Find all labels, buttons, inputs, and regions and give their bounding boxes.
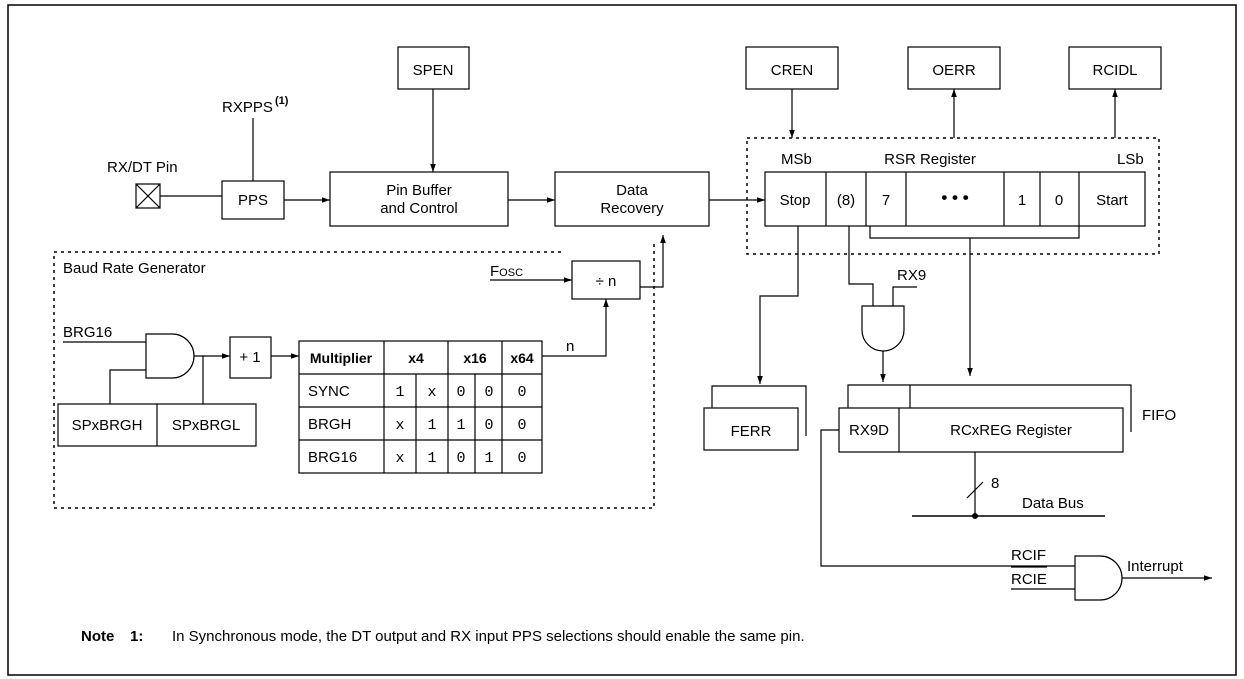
rsr-cell-0: 0 [1055,192,1063,209]
rx-dt-pin-icon [135,183,161,209]
plus-one-box: + 1 [229,336,272,379]
svg-text:Recovery: Recovery [600,200,664,217]
rcidl-box: RCIDL [1068,46,1162,90]
table-cell: 1 [427,450,436,467]
rcxreg-fifo: RX9D RCxREG Register [838,384,1132,453]
data-bus-label: Data Bus [1022,495,1084,512]
data-recovery-box: Data Recovery [554,171,710,227]
table-cell: 0 [456,384,465,401]
rcxreg-label: RCxREG Register [950,422,1072,439]
rsr-title: RSR Register [884,151,976,168]
rsr-cell-stop: Stop [780,192,811,209]
spen-box: SPEN [397,46,470,90]
svg-text:+ 1: + 1 [239,349,260,366]
table-cell: x [395,450,404,467]
rsr-cell-7: 7 [882,192,890,209]
fosc-label: FOSC [490,263,523,280]
svg-text:FERR: FERR [731,423,772,440]
table-cell: 0 [517,384,526,401]
rsr-cell-1: 1 [1018,192,1026,209]
pin-buffer-and-control-box: Pin Buffer and Control [329,171,509,227]
table-cell: 0 [484,384,493,401]
svg-text:and Control: and Control [380,200,458,217]
rsr-lsb-label: LSb [1117,151,1144,168]
table-header-x4: x4 [408,350,424,366]
fifo-label: FIFO [1142,407,1176,424]
interrupt-label: Interrupt [1127,558,1184,575]
cren-box: CREN [745,46,839,90]
note-text: In Synchronous mode, the DT output and R… [172,628,805,645]
interrupt-and-gate [1074,555,1123,601]
note-number: 1: [130,628,143,645]
rx-dt-pin-label: RX/DT Pin [107,159,178,176]
bus-width-label: 8 [991,475,999,492]
table-cell: 0 [456,450,465,467]
table-cell: 0 [517,450,526,467]
table-cell: 1 [395,384,404,401]
svg-text:Pin Buffer: Pin Buffer [386,182,452,199]
svg-text:OERR: OERR [932,62,976,79]
baud-rate-generator-label: Baud Rate Generator [63,260,206,277]
divide-by-n-box: ÷ n [571,260,641,300]
rx9d-cell: RX9D [849,422,889,439]
table-cell: x [427,384,436,401]
baud-rate-generator-frame [53,244,655,509]
table-header-multiplier: Multiplier [310,350,373,366]
rsr-msb-label: MSb [781,151,812,168]
table-cell: x [395,417,404,434]
rcie-label: RCIE [1011,571,1047,588]
rxpps-footnote-mark: (1) [275,95,289,107]
svg-text:SPEN: SPEN [413,62,454,79]
rx9-and-gate [861,305,905,352]
svg-text:PPS: PPS [238,192,268,209]
table-header-x64: x64 [510,350,534,366]
rsr-cell-8: (8) [837,192,855,209]
svg-text:÷ n: ÷ n [596,273,617,290]
oerr-box: OERR [907,46,1001,90]
ferr-box: FERR [703,385,807,451]
table-row-label: BRGH [308,416,351,433]
table-cell: 1 [484,450,493,467]
rsr-register: Stop (8) 7 • • • 1 0 Start [764,171,1146,227]
rsr-cell-ellipsis: • • • [941,188,968,207]
spxbrg-registers: SPxBRGH SPxBRGL [57,403,257,447]
table-cell: 1 [456,417,465,434]
spxbrgh-label: SPxBRGH [72,417,143,434]
spxbrgl-label: SPxBRGL [172,417,240,434]
rx9-label: RX9 [897,267,926,284]
brg16-and-gate [145,333,195,379]
table-header-x16: x16 [463,350,487,366]
n-output-label: n [566,338,574,355]
svg-text:Data: Data [616,182,648,199]
table-cell: 0 [517,417,526,434]
svg-text:RCIDL: RCIDL [1092,62,1137,79]
table-cell: 0 [484,417,493,434]
footnote: Note 1: In Synchronous mode, the DT outp… [81,628,805,645]
table-row-label: SYNC [308,383,350,400]
table-cell: 1 [427,417,436,434]
brg16-signal-label: BRG16 [63,324,112,341]
table-row-label: BRG16 [308,449,357,466]
rsr-cell-start: Start [1096,192,1129,209]
rsr-dotted-frame [746,137,1160,255]
figure-frame [7,4,1237,676]
note-label: Note [81,628,114,645]
rcif-label: RCIF [1011,547,1046,564]
svg-text:CREN: CREN [771,62,814,79]
rxpps-label: RXPPS [222,99,273,116]
pps-box: PPS [221,180,285,220]
